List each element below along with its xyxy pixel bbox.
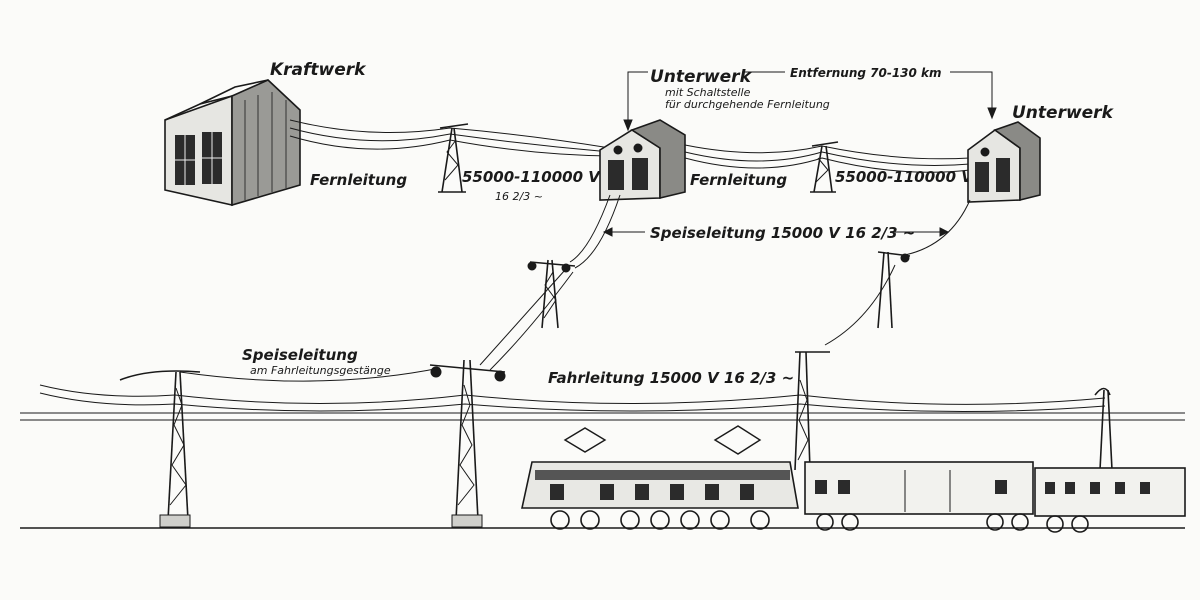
feeder-mast-right <box>877 251 911 329</box>
label-schaltstelle-2: für durchgehende Fernleitung <box>665 98 830 111</box>
label-unterwerk-left: Unterwerk <box>650 67 753 87</box>
kraftwerk-building <box>164 79 301 207</box>
label-fernleitung-2: Fernleitung <box>690 171 787 189</box>
electric-locomotive <box>521 425 799 530</box>
label-unterwerk-right: Unterwerk <box>1012 103 1115 123</box>
catenary-mast-2 <box>429 359 506 528</box>
label-freq-1: 16 2/3 ~ <box>495 190 543 203</box>
label-speiseleitung-mast-sub: am Fahrleitungsgestänge <box>250 364 391 377</box>
speiseleitung-arrow <box>602 227 950 237</box>
label-fernleitung-1: Fernleitung <box>310 171 407 189</box>
label-fahrleitung: Fahrleitung 15000 V 16 2/3 ~ <box>548 369 794 387</box>
label-schaltstelle-1: mit Schaltstelle <box>665 86 751 99</box>
catenary-mast-1 <box>119 370 201 528</box>
pylon-1 <box>438 123 469 193</box>
pylon-2 <box>810 141 839 193</box>
catenary-mast-4 <box>1094 387 1113 471</box>
catenary-mast-3 <box>794 351 830 471</box>
fahrleitung-wires <box>39 384 1106 413</box>
unterwerk-right-building <box>967 121 1041 203</box>
label-speiseleitung-mast: Speiseleitung <box>242 346 358 364</box>
unterwerk-left-building <box>599 119 686 201</box>
distance-arrow <box>623 71 997 132</box>
label-kraftwerk: Kraftwerk <box>270 60 367 80</box>
wagon-1 <box>804 461 1034 531</box>
label-voltage-2: 55000-110000 V <box>835 168 974 186</box>
label-voltage-1: 55000-110000 V <box>462 168 601 186</box>
wagon-2 <box>1034 467 1186 533</box>
label-speiseleitung: Speiseleitung 15000 V 16 2/3 ~ <box>650 224 915 242</box>
label-entfernung: Entfernung 70-130 km <box>790 66 942 80</box>
speiseleitung-mast-wire <box>179 367 441 382</box>
feeder-mast-left <box>527 259 576 329</box>
